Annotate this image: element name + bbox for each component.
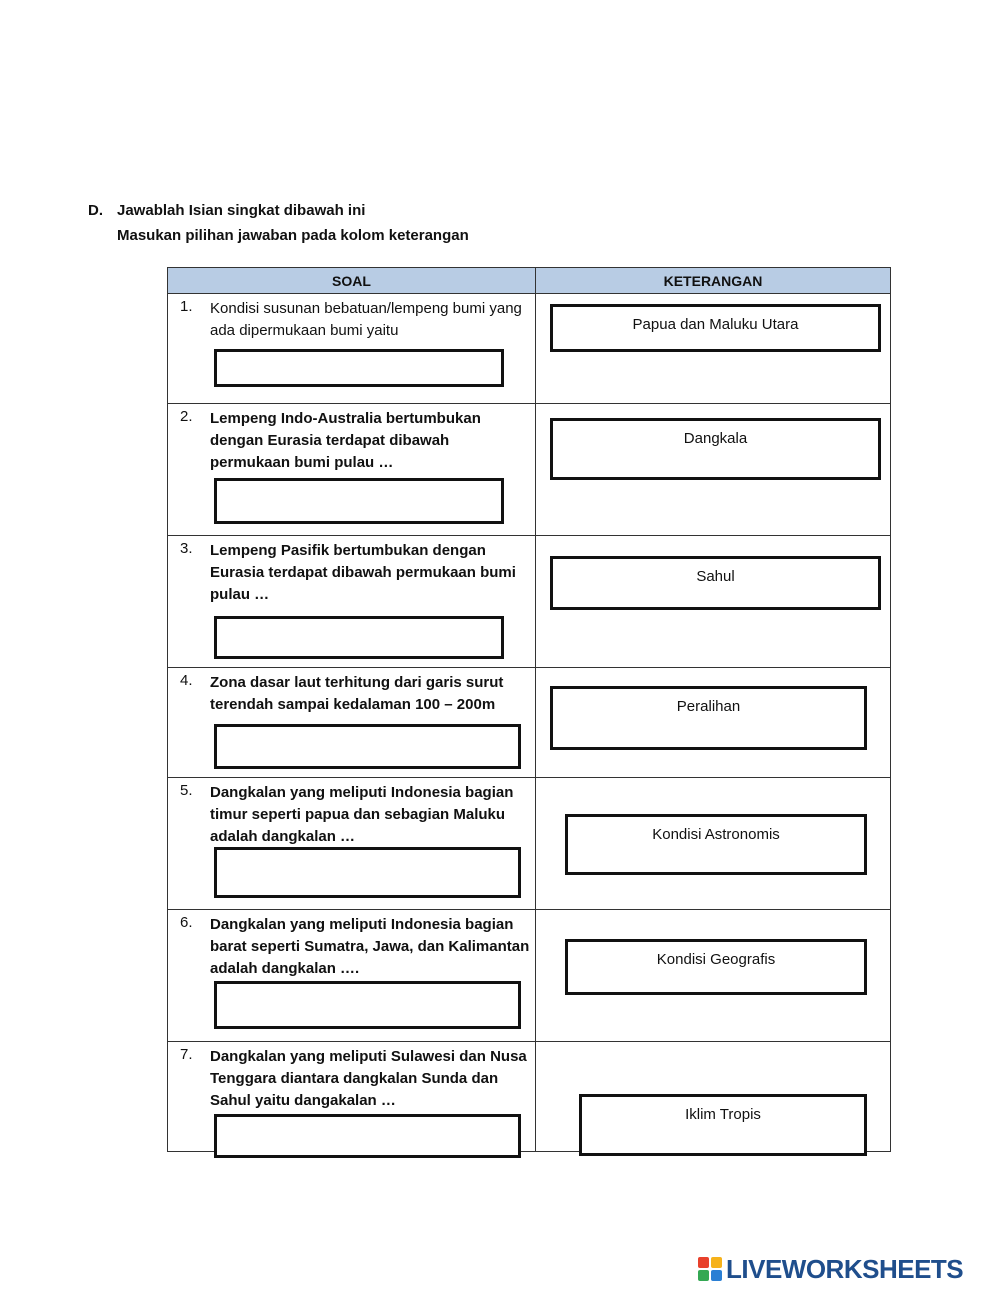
keterangan-cell: Dangkala bbox=[535, 403, 891, 536]
soal-cell: 7. Dangkalan yang meliputi Sulawesi dan … bbox=[167, 1041, 536, 1158]
question-number: 5. bbox=[180, 782, 193, 799]
answer-drop-box-1[interactable] bbox=[214, 349, 504, 387]
keterangan-cell: Kondisi Geografis bbox=[535, 909, 891, 1042]
answer-drop-box-3[interactable] bbox=[214, 616, 504, 659]
keterangan-cell: Sahul bbox=[535, 535, 891, 668]
instruction-line-2: Masukan pilihan jawaban pada kolom keter… bbox=[117, 227, 469, 244]
table-row: 4. Zona dasar laut terhitung dari garis … bbox=[167, 667, 891, 778]
question-text: Kondisi susunan bebatuan/lempeng bumi ya… bbox=[210, 300, 522, 339]
keterangan-cell: Peralihan bbox=[535, 667, 891, 778]
soal-cell: 6. Dangkalan yang meliputi Indonesia bag… bbox=[167, 909, 536, 1042]
answer-drop-box-2[interactable] bbox=[214, 478, 504, 524]
option-tile-5[interactable]: Kondisi Astronomis bbox=[565, 814, 867, 875]
logo-square-blue bbox=[711, 1270, 722, 1281]
table-row: 7. Dangkalan yang meliputi Sulawesi dan … bbox=[167, 1041, 891, 1158]
logo-square-green bbox=[698, 1270, 709, 1281]
table-row: 5. Dangkalan yang meliputi Indonesia bag… bbox=[167, 777, 891, 910]
option-tile-7[interactable]: Iklim Tropis bbox=[579, 1094, 867, 1156]
keterangan-cell: Iklim Tropis bbox=[535, 1041, 891, 1156]
question-text: Zona dasar laut terhitung dari garis sur… bbox=[210, 674, 504, 713]
soal-cell: 3. Lempeng Pasifik bertumbukan dengan Eu… bbox=[167, 535, 536, 668]
option-tile-2[interactable]: Dangkala bbox=[550, 418, 881, 480]
table-row: 6. Dangkalan yang meliputi Indonesia bag… bbox=[167, 909, 891, 1042]
question-text: Lempeng Pasifik bertumbukan dengan Euras… bbox=[210, 542, 516, 603]
question-number: 6. bbox=[180, 914, 193, 931]
option-tile-1[interactable]: Papua dan Maluku Utara bbox=[550, 304, 881, 352]
instruction-line-1: D. Jawablah Isian singkat dibawah ini bbox=[88, 202, 365, 219]
question-number: 4. bbox=[180, 672, 193, 689]
header-soal: SOAL bbox=[167, 267, 536, 294]
soal-cell: 1. Kondisi susunan bebatuan/lempeng bumi… bbox=[167, 293, 536, 404]
liveworksheets-wordmark: LIVEWORKSHEETS bbox=[726, 1253, 964, 1284]
section-letter: D. bbox=[88, 202, 103, 219]
table-row: 3. Lempeng Pasifik bertumbukan dengan Eu… bbox=[167, 535, 891, 668]
soal-cell: 5. Dangkalan yang meliputi Indonesia bag… bbox=[167, 777, 536, 910]
worksheet-table: SOAL KETERANGAN 1. Kondisi susunan bebat… bbox=[167, 267, 891, 1158]
answer-drop-box-5[interactable] bbox=[214, 847, 521, 898]
question-number: 2. bbox=[180, 408, 193, 425]
answer-drop-box-4[interactable] bbox=[214, 724, 521, 769]
table-row: 2. Lempeng Indo-Australia bertumbukan de… bbox=[167, 403, 891, 536]
question-number: 7. bbox=[180, 1046, 193, 1063]
option-tile-6[interactable]: Kondisi Geografis bbox=[565, 939, 867, 995]
table-row: 1. Kondisi susunan bebatuan/lempeng bumi… bbox=[167, 293, 891, 404]
question-text: Lempeng Indo-Australia bertumbukan denga… bbox=[210, 410, 481, 471]
header-keterangan: KETERANGAN bbox=[535, 267, 891, 294]
answer-drop-box-7[interactable] bbox=[214, 1114, 521, 1158]
logo-square-yellow bbox=[711, 1257, 722, 1268]
keterangan-cell: Papua dan Maluku Utara bbox=[535, 293, 891, 404]
logo-square-red bbox=[698, 1257, 709, 1268]
option-tile-4[interactable]: Peralihan bbox=[550, 686, 867, 750]
question-number: 1. bbox=[180, 298, 193, 315]
question-text: Dangkalan yang meliputi Indonesia bagian… bbox=[210, 916, 530, 977]
instruction-title: Jawablah Isian singkat dibawah ini bbox=[117, 202, 366, 219]
keterangan-cell: Kondisi Astronomis bbox=[535, 777, 891, 910]
table-header-row: SOAL KETERANGAN bbox=[167, 267, 891, 294]
soal-cell: 2. Lempeng Indo-Australia bertumbukan de… bbox=[167, 403, 536, 536]
question-text: Dangkalan yang meliputi Indonesia bagian… bbox=[210, 784, 514, 845]
question-text: Dangkalan yang meliputi Sulawesi dan Nus… bbox=[210, 1048, 527, 1109]
answer-drop-box-6[interactable] bbox=[214, 981, 521, 1029]
option-tile-3[interactable]: Sahul bbox=[550, 556, 881, 610]
liveworksheets-logo-icon bbox=[698, 1257, 722, 1281]
soal-cell: 4. Zona dasar laut terhitung dari garis … bbox=[167, 667, 536, 778]
question-number: 3. bbox=[180, 540, 193, 557]
liveworksheets-brand: LIVEWORKSHEETS bbox=[698, 1253, 964, 1284]
